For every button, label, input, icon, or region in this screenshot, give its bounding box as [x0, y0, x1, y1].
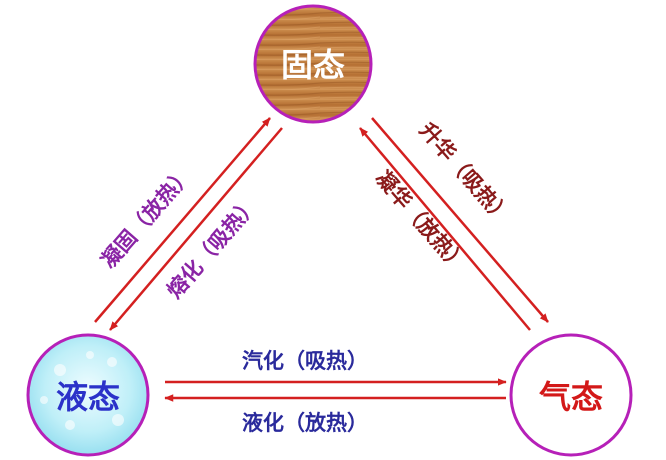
- deposit-label: 凝华（放热）: [371, 166, 472, 277]
- vaporize-label: 汽化（吸热）: [242, 349, 368, 373]
- gas-state-circle: [509, 333, 633, 457]
- liquid-state-label: 液态: [56, 378, 120, 416]
- solidify-label: 凝固（放热）: [96, 162, 197, 273]
- deposit-arrow: [359, 127, 531, 331]
- gas-state-label: 气态: [539, 378, 603, 416]
- solid-state-node: 固态: [253, 4, 373, 124]
- water-droplet-texture: [40, 351, 124, 430]
- gas-state-node: 气态: [509, 333, 633, 457]
- solidify-arrow: [94, 117, 271, 323]
- liquefy-label: 液化（放热）: [242, 411, 368, 435]
- solid-state-label: 固态: [281, 46, 345, 84]
- liquid-state-node: 液态: [26, 333, 150, 457]
- solid-state-circle: [253, 4, 373, 124]
- sublimate-arrow: [371, 117, 549, 323]
- melt-arrow: [109, 127, 283, 331]
